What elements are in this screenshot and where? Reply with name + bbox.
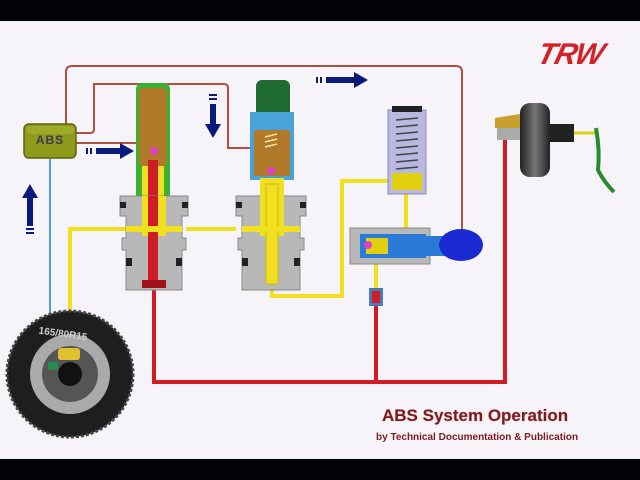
diagram-subtitle: by Technical Documentation & Publication xyxy=(376,432,579,443)
brake-booster-master-cylinder[interactable] xyxy=(495,103,616,194)
high-pressure-lines xyxy=(152,140,507,384)
trw-logo: TRW xyxy=(534,38,608,71)
return-pump[interactable] xyxy=(349,227,483,265)
wheel[interactable]: 165/80R15 xyxy=(5,309,135,439)
abs-ecu[interactable] xyxy=(23,123,77,159)
arrow-down-valve xyxy=(205,94,221,138)
accumulator[interactable] xyxy=(387,106,427,195)
abs-ecu-label: ABS xyxy=(35,133,65,147)
arrow-up-sensor xyxy=(22,184,38,234)
arrow-right-ecu xyxy=(86,143,134,159)
check-valve[interactable] xyxy=(369,288,383,306)
inlet-valve[interactable] xyxy=(119,83,189,291)
abs-diagram-stage: 165/80R15 ABS TRW ABS System Operation b… xyxy=(0,21,640,459)
diagram-title: ABS System Operation xyxy=(382,406,569,425)
outlet-valve[interactable] xyxy=(235,80,307,291)
arrow-right-top xyxy=(316,72,368,88)
